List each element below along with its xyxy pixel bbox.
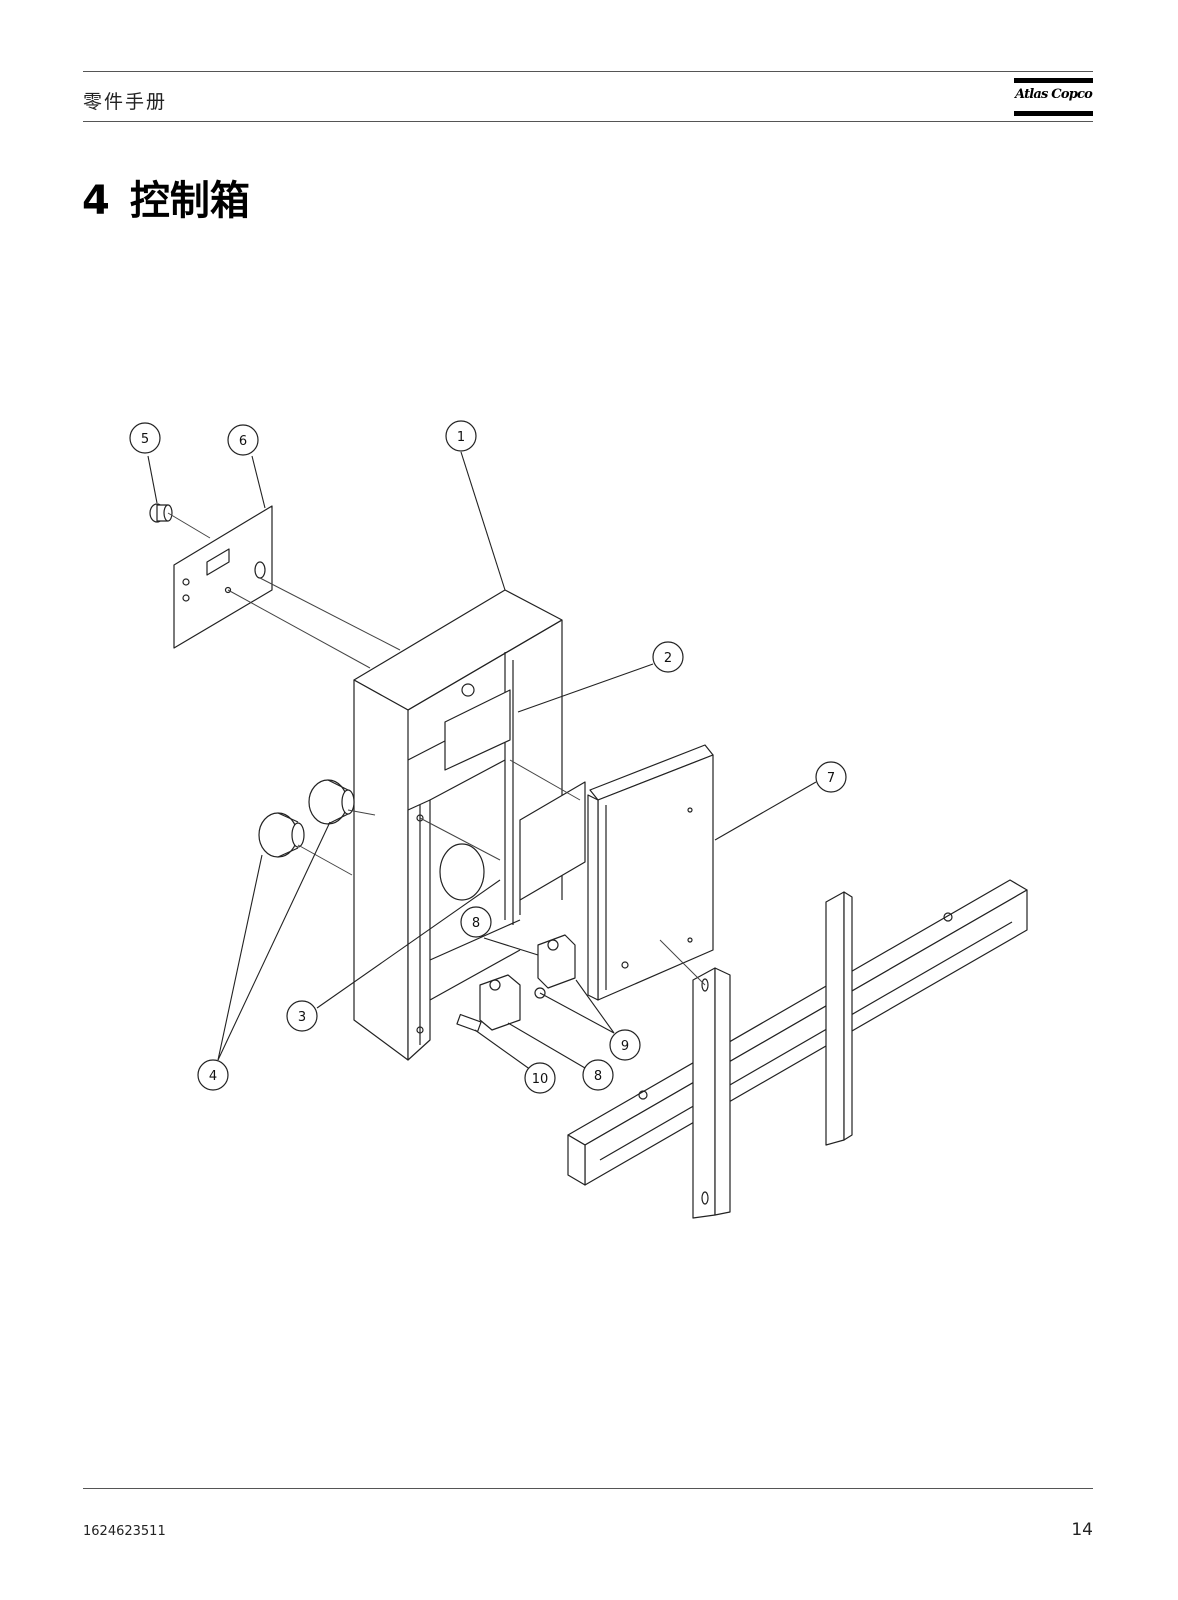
header-bottom-rule — [83, 121, 1093, 122]
callout-10-label: 10 — [532, 1072, 549, 1087]
solenoid-valve-upper — [537, 934, 576, 989]
header-top-rule — [83, 71, 1093, 72]
callout-10: 10 — [524, 1062, 556, 1094]
page-title: 4 控制箱 — [82, 168, 250, 226]
controller-housing — [587, 744, 714, 1001]
callout-3-label: 3 — [298, 1010, 306, 1025]
valve-fitting — [456, 987, 546, 1033]
callout-8b: 8 — [582, 1059, 614, 1091]
callout-8a-label: 8 — [472, 916, 480, 931]
callout-9-label: 9 — [621, 1039, 629, 1054]
front-panel-plate — [173, 505, 273, 649]
callout-2: 2 — [652, 641, 684, 673]
callout-6-label: 6 — [239, 434, 247, 449]
section-title: 控制箱 — [129, 178, 250, 224]
control-box-frame — [353, 589, 563, 1061]
callout-7-label: 7 — [827, 771, 835, 786]
callout-5: 5 — [129, 422, 161, 454]
callout-4: 4 — [197, 1059, 229, 1091]
callout-8a: 8 — [460, 906, 492, 938]
callout-leaders — [147, 451, 817, 1071]
logo-bar-top — [1014, 78, 1093, 83]
logo-bar-bottom — [1014, 111, 1093, 116]
section-number: 4 — [82, 178, 110, 224]
header-section-title: 零件手册 — [83, 91, 168, 113]
brand-logo: Atlas Copco — [1014, 78, 1093, 118]
logo-wordmark: Atlas Copco — [1015, 87, 1093, 102]
callout-1: 1 — [445, 420, 477, 452]
mounting-rail-vertical-left — [692, 967, 731, 1219]
assembly-guide-lines — [167, 512, 706, 986]
pressure-gauge-lower — [258, 812, 305, 858]
footer-rule — [83, 1488, 1093, 1489]
mounting-rail-vertical-right — [825, 891, 853, 1146]
callout-7: 7 — [815, 761, 847, 793]
document-number: 1624623511 — [83, 1524, 166, 1539]
page-number: 14 — [1071, 1520, 1093, 1540]
callout-6: 6 — [227, 424, 259, 456]
callout-9: 9 — [609, 1029, 641, 1061]
callout-8b-label: 8 — [594, 1069, 602, 1084]
solenoid-valve-lower — [479, 974, 521, 1031]
pressure-gauge-upper — [308, 779, 355, 825]
mounting-plate — [444, 689, 586, 915]
callout-5-label: 5 — [141, 432, 149, 447]
callout-3: 3 — [286, 1000, 318, 1032]
callout-1-label: 1 — [457, 430, 465, 445]
callout-4-label: 4 — [209, 1069, 217, 1084]
callout-2-label: 2 — [664, 651, 672, 666]
